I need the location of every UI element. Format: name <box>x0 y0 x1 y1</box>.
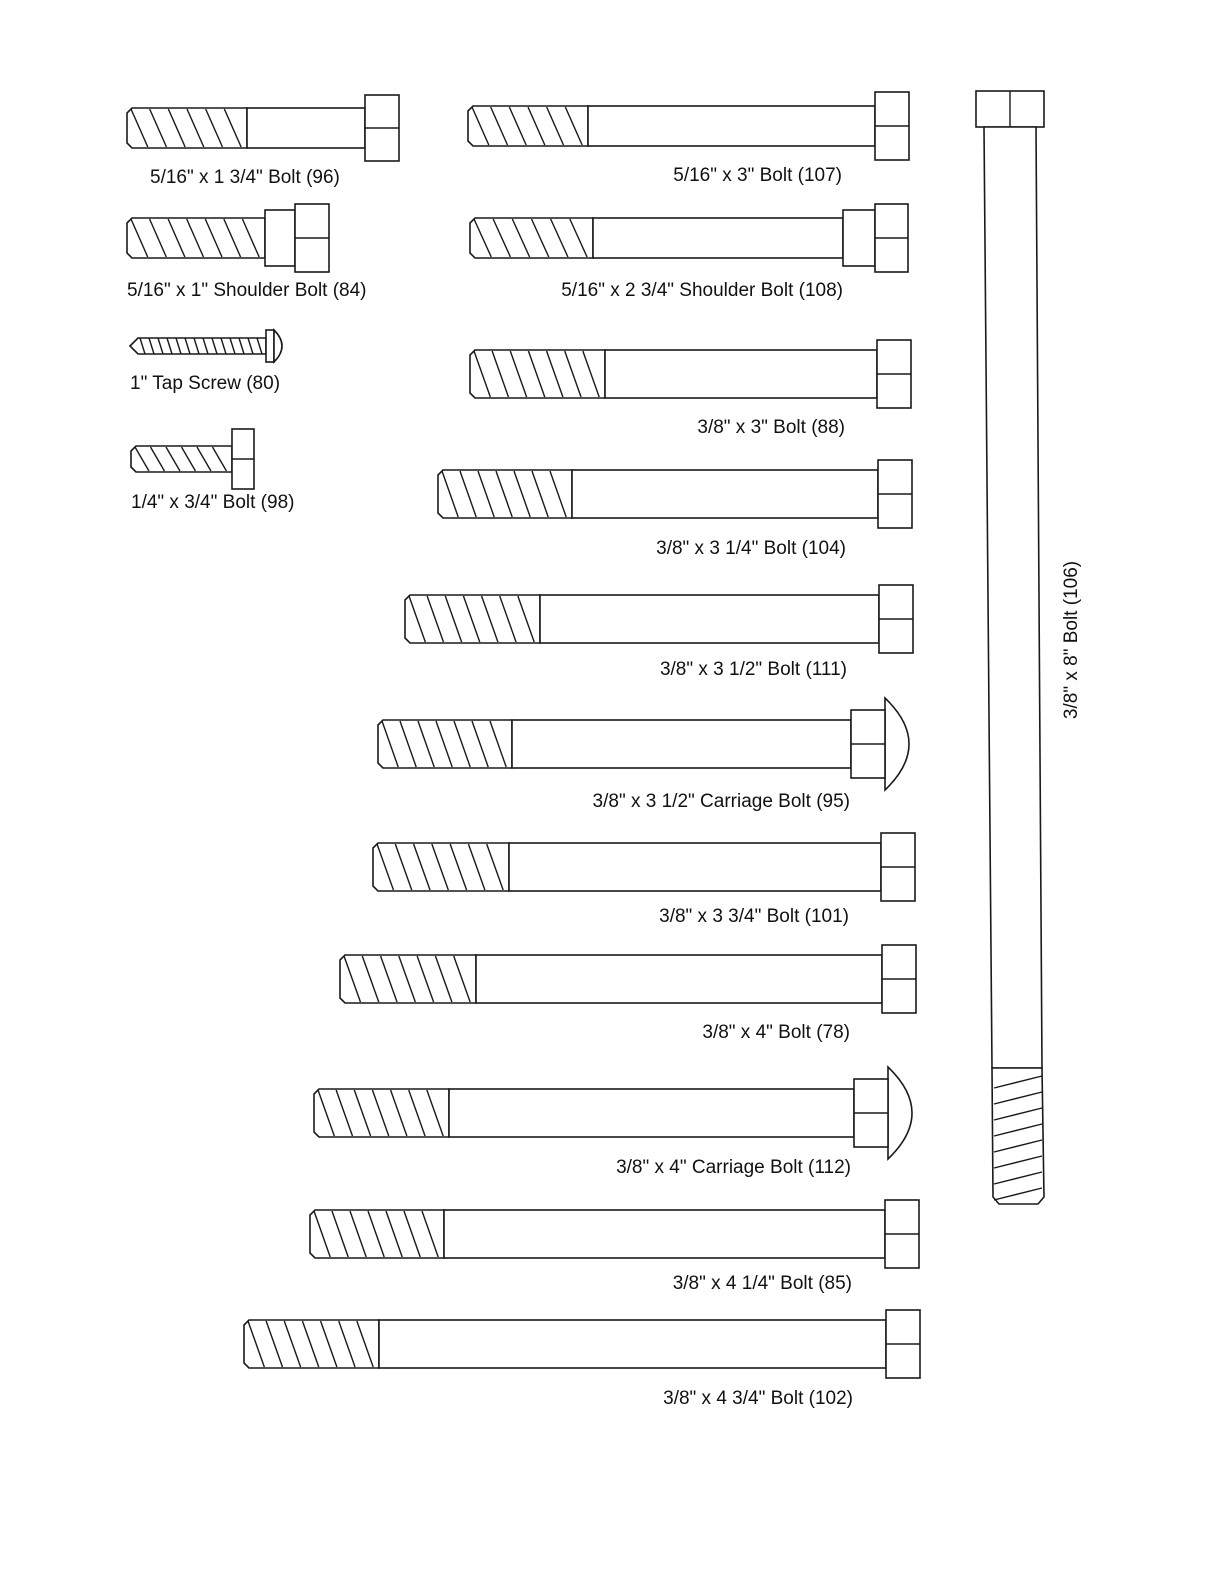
label-bolt-101: 3/8" x 3 3/4" Bolt (101) <box>659 906 849 927</box>
bolt-98-drawing <box>130 428 255 490</box>
label-bolt-98: 1/4" x 3/4" Bolt (98) <box>131 492 294 513</box>
label-bolt-84: 5/16" x 1" Shoulder Bolt (84) <box>127 280 367 301</box>
label-bolt-106: 3/8" x 8" Bolt (106) <box>1061 561 1082 719</box>
bolt-78-drawing <box>339 944 917 1014</box>
label-bolt-85: 3/8" x 4 1/4" Bolt (85) <box>673 1273 852 1294</box>
bolt-85-drawing <box>309 1199 920 1269</box>
part-drawings <box>126 90 1045 1379</box>
bolt-111-drawing <box>404 584 914 654</box>
label-bolt-88: 3/8" x 3" Bolt (88) <box>697 417 845 438</box>
bolt-95-drawing <box>377 696 910 792</box>
bolt-101-drawing <box>372 832 916 902</box>
bolt-107-drawing <box>467 91 910 161</box>
bolt-88-drawing <box>469 339 912 409</box>
label-bolt-104: 3/8" x 3 1/4" Bolt (104) <box>656 538 846 559</box>
bolt-104-drawing <box>437 459 913 529</box>
label-bolt-78: 3/8" x 4" Bolt (78) <box>702 1022 850 1043</box>
bolt-106-drawing <box>975 90 1045 1205</box>
label-bolt-96: 5/16" x 1 3/4" Bolt (96) <box>150 167 340 188</box>
bolt-84-drawing <box>126 203 330 273</box>
label-bolt-112: 3/8" x 4" Carriage Bolt (112) <box>616 1157 851 1178</box>
bolt-102-drawing <box>243 1309 921 1379</box>
tap-screw-80-drawing <box>128 328 283 364</box>
bolt-112-drawing <box>313 1065 913 1161</box>
bolt-96-drawing <box>126 94 400 162</box>
label-screw-80: 1" Tap Screw (80) <box>130 373 280 394</box>
bolt-108-drawing <box>469 203 909 273</box>
label-bolt-108: 5/16" x 2 3/4" Shoulder Bolt (108) <box>561 280 843 301</box>
label-bolt-95: 3/8" x 3 1/2" Carriage Bolt (95) <box>593 791 850 812</box>
label-bolt-102: 3/8" x 4 3/4" Bolt (102) <box>663 1388 853 1409</box>
label-bolt-111: 3/8" x 3 1/2" Bolt (111) <box>660 659 847 680</box>
label-bolt-107: 5/16" x 3" Bolt (107) <box>673 165 842 186</box>
